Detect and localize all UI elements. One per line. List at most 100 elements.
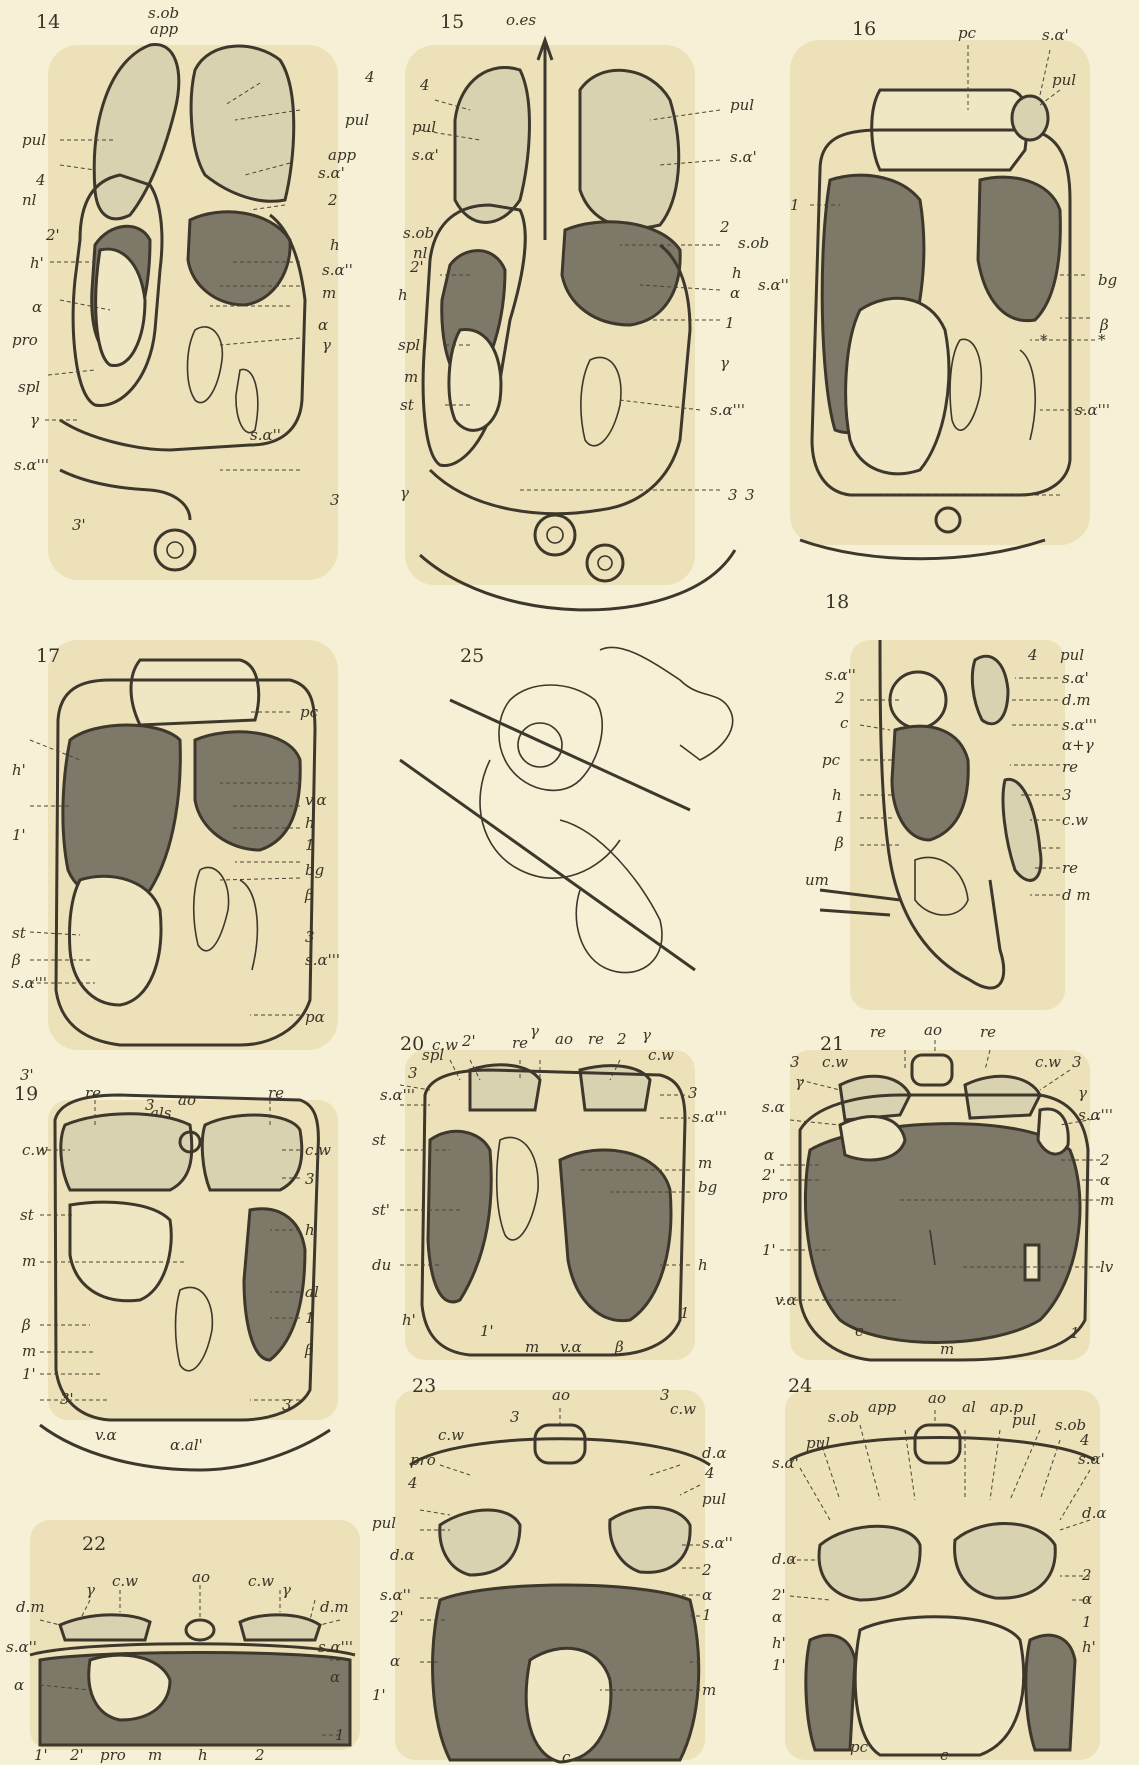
label: c.w — [22, 1141, 48, 1159]
label: ao — [928, 1389, 946, 1407]
label: st' — [372, 1201, 390, 1219]
label: γ — [720, 354, 729, 372]
label: st — [20, 1206, 35, 1224]
label: ao — [552, 1386, 570, 1404]
label: pul — [372, 1514, 396, 1532]
label: h — [305, 1221, 315, 1239]
label: s.α'' — [702, 1534, 733, 1552]
label: s.α' — [1078, 1450, 1105, 1468]
label: β — [834, 834, 844, 852]
label: 3 — [282, 1396, 292, 1414]
label: 3 — [408, 1064, 418, 1082]
label: spl — [398, 336, 420, 354]
label: 1 — [835, 808, 845, 826]
label: pul — [22, 131, 46, 149]
label: * — [1040, 331, 1048, 349]
label: s.ob — [403, 224, 434, 242]
figure-number: 15 — [440, 11, 464, 33]
label: d.α — [702, 1444, 727, 1462]
label: 4 — [35, 171, 46, 189]
label: h — [398, 286, 408, 304]
label: 2 — [616, 1030, 627, 1048]
label: 2' — [409, 258, 424, 276]
label: α — [1082, 1590, 1092, 1608]
label: spl — [18, 378, 40, 396]
label: m — [940, 1340, 954, 1358]
label: γ — [86, 1581, 95, 1599]
label: h — [198, 1746, 208, 1764]
label: 2' — [389, 1608, 404, 1626]
label: 3' — [72, 516, 86, 534]
label: d.α — [772, 1550, 797, 1568]
label: s.α''' — [380, 1086, 415, 1104]
label: s.α''' — [14, 456, 49, 474]
label: γ — [1078, 1084, 1087, 1102]
label: h' — [772, 1634, 786, 1652]
label: d.m — [1062, 691, 1091, 709]
label: nl — [22, 191, 37, 209]
label: 1 — [305, 836, 315, 854]
label: s.α — [762, 1098, 785, 1116]
label: γ — [642, 1026, 651, 1044]
label: γ — [795, 1073, 804, 1091]
label: h — [698, 1256, 708, 1274]
label: pro — [100, 1746, 126, 1764]
label: 4 — [704, 1464, 715, 1482]
label: α — [764, 1146, 774, 1164]
label: β — [11, 951, 21, 969]
label: 3' — [60, 1390, 74, 1408]
label: 1 — [1082, 1613, 1092, 1631]
label: re — [588, 1030, 604, 1048]
figure-number: 20 — [400, 1033, 424, 1055]
label: m — [702, 1681, 716, 1699]
label: 1' — [372, 1686, 386, 1704]
label: α — [702, 1586, 712, 1604]
label: pul — [1052, 71, 1076, 89]
label: pul — [412, 118, 436, 136]
label: c.w — [822, 1053, 848, 1071]
label: pc — [850, 1738, 869, 1756]
label: du — [372, 1256, 391, 1274]
label: c.w — [112, 1572, 138, 1590]
label: s.ob — [828, 1408, 859, 1426]
label: al — [962, 1398, 976, 1416]
label: 1 — [305, 1309, 315, 1327]
label: β — [304, 886, 314, 904]
label: m — [148, 1746, 162, 1764]
label: pα — [305, 1008, 325, 1026]
label: s.α'' — [825, 666, 856, 684]
label: spl — [422, 1046, 444, 1064]
label: 2' — [69, 1746, 84, 1764]
label: h — [732, 264, 742, 282]
label: m — [22, 1342, 36, 1360]
label: s.α''' — [305, 951, 340, 969]
label: d.α — [390, 1546, 415, 1564]
label: pul — [1060, 646, 1084, 664]
label: 4 — [1027, 646, 1038, 664]
label: lv — [1100, 1258, 1114, 1276]
label: β — [304, 1341, 314, 1359]
label: 1' — [22, 1365, 36, 1383]
label: s.α'' — [6, 1638, 37, 1656]
label: c — [562, 1748, 571, 1765]
label: pc — [822, 751, 841, 769]
label: m — [404, 368, 418, 386]
label: 1' — [480, 1322, 494, 1340]
label: 2' — [461, 1032, 476, 1050]
label: 3 — [688, 1084, 698, 1102]
label: v.α — [95, 1426, 117, 1444]
label: s.α''' — [318, 1638, 353, 1656]
label: c.w — [670, 1400, 696, 1418]
label: ao — [178, 1091, 196, 1109]
figure-number: 22 — [82, 1533, 106, 1555]
label: re — [85, 1084, 101, 1102]
label: c.w — [1062, 811, 1088, 829]
label: v.α — [305, 791, 327, 809]
label: bg — [305, 861, 324, 879]
label: 1 — [1070, 1324, 1080, 1342]
label: pul — [702, 1490, 726, 1508]
label: re — [268, 1084, 284, 1102]
label: 3 — [1072, 1053, 1082, 1071]
label: h' — [30, 254, 44, 272]
figure-number: 23 — [412, 1375, 436, 1397]
